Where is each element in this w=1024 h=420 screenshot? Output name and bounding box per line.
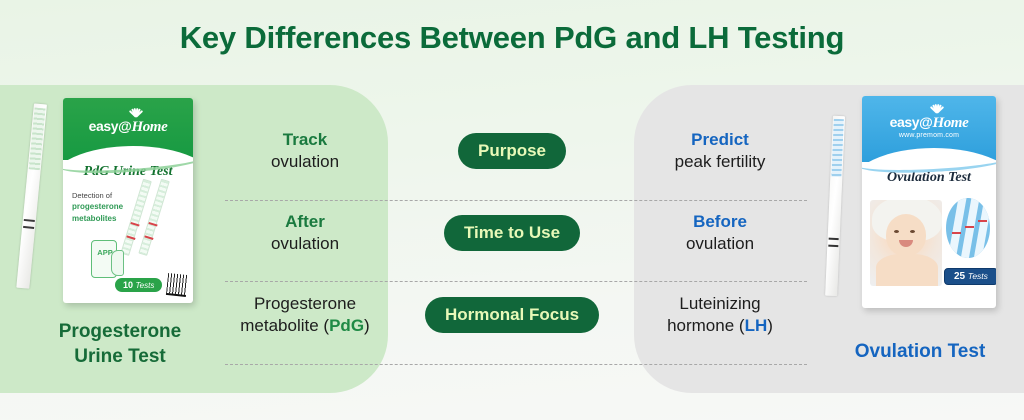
pdg-count-unit: Tests	[135, 281, 155, 290]
pdg-count: 10	[123, 280, 134, 290]
comparison-row: Progesterone metabolite (PdG) Hormonal F…	[0, 274, 1024, 356]
ovulation-strip-graphic	[946, 198, 990, 258]
ov-brand-name: easy@	[889, 114, 933, 130]
pdg-brand-name: easy@	[88, 118, 132, 134]
comparison-row: After ovulation Time to Use Before ovula…	[0, 192, 1024, 274]
row-2-left-value: After ovulation	[190, 192, 420, 274]
page-title: Key Differences Between PdG and LH Testi…	[179, 20, 845, 55]
comparison-grid: Track ovulation Purpose Predict peak fer…	[0, 110, 1024, 356]
pdg-brand-script: Home	[131, 119, 168, 135]
row-2-label-pill[interactable]: Time to Use	[420, 192, 604, 274]
ov-count-unit: Tests	[967, 271, 988, 281]
row-3-left-line2: metabolite (PdG)	[240, 315, 369, 337]
row-2-left-text: ovulation	[270, 234, 340, 253]
row-divider-1	[225, 200, 807, 201]
pdg-desc-highlight: progesterone	[72, 202, 124, 212]
right-product-caption: Ovulation Test	[854, 341, 986, 362]
row-3-left-line2-pre: metabolite (	[240, 316, 330, 335]
row-1-left-value: Track ovulation	[190, 110, 420, 192]
pdg-box-title: PdG Urine Test	[83, 164, 173, 179]
row-2-right-highlight: Before	[693, 212, 747, 232]
left-product-caption: Progesterone Urine Test	[5, 320, 235, 369]
ovulation-box-header	[862, 96, 996, 188]
row-3-right-line1: Luteinizing	[679, 294, 761, 314]
row-3-right-value: Luteinizing hormone (LH)	[605, 274, 835, 356]
row-3-right-keyword: LH	[744, 316, 768, 335]
row-1-label-text: Purpose	[457, 133, 567, 169]
ovulation-box-title: Ovulation Test	[887, 170, 971, 185]
row-3-label-text: Hormonal Focus	[424, 297, 600, 333]
row-3-left-keyword: PdG	[329, 316, 365, 335]
left-caption-line2: Urine Test	[74, 345, 166, 367]
comparison-row: Track ovulation Purpose Predict peak fer…	[0, 110, 1024, 192]
row-2-left-highlight: After	[285, 212, 325, 232]
ovulation-test-count-badge: 25 Tests	[944, 268, 996, 285]
barcode-icon	[165, 273, 189, 297]
ov-count: 25	[954, 271, 966, 282]
row-1-right-text: peak fertility	[674, 152, 766, 171]
left-caption-line1: Progesterone	[58, 321, 182, 342]
ov-brand-script: Home	[932, 115, 969, 131]
ovulation-brand-url: www.premom.com	[898, 132, 960, 139]
sunburst-icon	[926, 100, 948, 114]
ovulation-test-strip-icon	[825, 115, 845, 297]
pdg-product-image: easy@Home PdG Urine Test Detection of pr…	[16, 98, 206, 313]
row-3-left-line1: Progesterone	[253, 294, 357, 314]
ovulation-product-box: easy@Home www.premom.com Ovulation Test …	[862, 96, 996, 308]
row-3-right-line2-post: )	[767, 316, 773, 335]
hand-icon	[111, 250, 124, 276]
row-2-right-value: Before ovulation	[605, 192, 835, 274]
pdg-box-header	[63, 98, 193, 184]
sunburst-icon	[125, 104, 147, 118]
row-1-left-text: ovulation	[270, 152, 340, 171]
row-1-label-pill[interactable]: Purpose	[420, 110, 604, 192]
row-1-left-highlight: Track	[282, 130, 328, 150]
pdg-desc-line2: metabolites	[72, 214, 117, 224]
pdg-desc-line1: Detection of	[72, 191, 113, 200]
row-divider-2	[225, 281, 807, 282]
row-2-right-text: ovulation	[685, 234, 755, 253]
pdg-brand-logo: easy@Home	[63, 118, 193, 136]
row-3-left-value: Progesterone metabolite (PdG)	[190, 274, 420, 356]
pdg-product-box: easy@Home PdG Urine Test Detection of pr…	[63, 98, 193, 303]
row-3-left-line2-post: )	[364, 316, 370, 335]
row-1-right-highlight: Predict	[691, 130, 749, 150]
app-label: APP	[97, 248, 113, 257]
ovulation-brand-logo: easy@Home	[862, 114, 996, 132]
row-1-right-value: Predict peak fertility	[605, 110, 835, 192]
row-3-label-pill[interactable]: Hormonal Focus	[420, 274, 604, 356]
ovulation-product-image: easy@Home www.premom.com Ovulation Test …	[825, 96, 1011, 326]
row-3-right-line2: hormone (LH)	[667, 315, 773, 337]
baby-photo	[870, 200, 942, 286]
row-divider-3	[225, 364, 807, 365]
row-3-right-line2-pre: hormone (	[667, 316, 745, 335]
pdg-test-count-badge: 10 Tests	[115, 278, 163, 292]
pdg-box-description: Detection of progesterone metabolites	[72, 190, 150, 225]
row-2-label-text: Time to Use	[443, 215, 581, 251]
